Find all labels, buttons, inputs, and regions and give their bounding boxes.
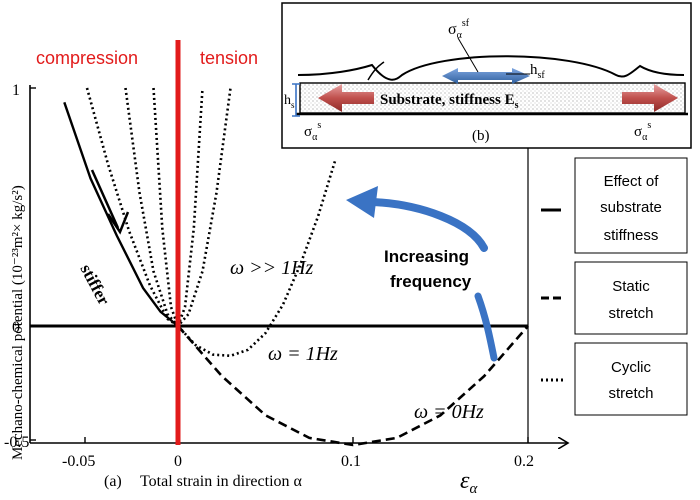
substrate-label: Substrate, stiffness Es xyxy=(380,92,519,111)
sigma-s-left-label: σαs xyxy=(304,120,321,143)
x-axis-symbol: εα xyxy=(460,468,478,497)
increasing-frequency-arrow xyxy=(368,198,488,252)
panel-label-a: (a) xyxy=(104,473,122,490)
x-tick-label: 0 xyxy=(174,453,182,470)
legend-label: stretch xyxy=(608,305,653,322)
stiffer-arrowhead-icon xyxy=(106,211,130,235)
stiffer-arrow xyxy=(90,169,120,229)
static-stretch-curve xyxy=(177,325,529,447)
y-tick-label: 0 xyxy=(12,319,20,336)
legend-label: stiffness xyxy=(604,227,659,244)
increasing-frequency-tail xyxy=(474,292,498,362)
right-stress-arrow-icon xyxy=(622,84,678,112)
x-axis-title: Total strain in direction α xyxy=(140,473,303,490)
x-tick-label: 0.1 xyxy=(341,453,361,470)
film-stress-arrow-icon xyxy=(442,68,530,84)
y-tick-label: 1 xyxy=(12,82,20,99)
x-tick-label: -0.05 xyxy=(62,453,95,470)
legend-label: Static xyxy=(612,278,650,295)
omega-high-label: ω >> 1Hz xyxy=(230,257,314,279)
film-arch-left xyxy=(367,61,385,81)
legend-label: stretch xyxy=(608,385,653,402)
cyclic-stretch-curve xyxy=(177,159,337,358)
increasing-frequency-arrowhead-icon xyxy=(346,186,378,218)
legend: Effect of substrate stiffness Static str… xyxy=(541,157,688,416)
stiffness-curve xyxy=(63,101,179,327)
omega-zero-label: ω = 0Hz xyxy=(414,401,484,423)
legend-box xyxy=(574,342,688,416)
h-sf-label: hsf xyxy=(530,62,545,81)
legend-box xyxy=(574,261,688,335)
y-tick-label: -0.5 xyxy=(4,434,29,451)
tension-label: tension xyxy=(200,48,258,68)
inset-b: Substrate, stiffness Es σαsf hsf hs σαs … xyxy=(281,2,692,149)
h-s-label: hs xyxy=(284,93,295,110)
omega-one-label: ω = 1Hz xyxy=(268,343,338,365)
y-axis-title: Mechano-chemical potential (10⁻²³m²× kg/… xyxy=(10,185,26,460)
legend-label: Cyclic xyxy=(611,359,651,376)
x-tick-label: 0.2 xyxy=(514,453,534,470)
film-arches xyxy=(297,55,685,81)
increasing-label: Increasing xyxy=(384,247,469,266)
legend-box xyxy=(574,157,688,254)
sigma-sf-pointer xyxy=(457,37,479,73)
h-s-bracket xyxy=(292,83,300,117)
cyclic-stretch-curve xyxy=(85,87,179,328)
sigma-s-right-label: σαs xyxy=(634,120,651,143)
legend-label: substrate xyxy=(600,199,662,216)
legend-label: Effect of xyxy=(604,173,660,190)
compression-label: compression xyxy=(36,48,138,68)
sigma-sf-label: σαsf xyxy=(448,18,470,41)
panel-label-b: (b) xyxy=(472,128,490,144)
left-stress-arrow-icon xyxy=(318,84,374,112)
stiffer-label: stiffer xyxy=(76,261,113,309)
frequency-label: frequency xyxy=(390,272,472,291)
